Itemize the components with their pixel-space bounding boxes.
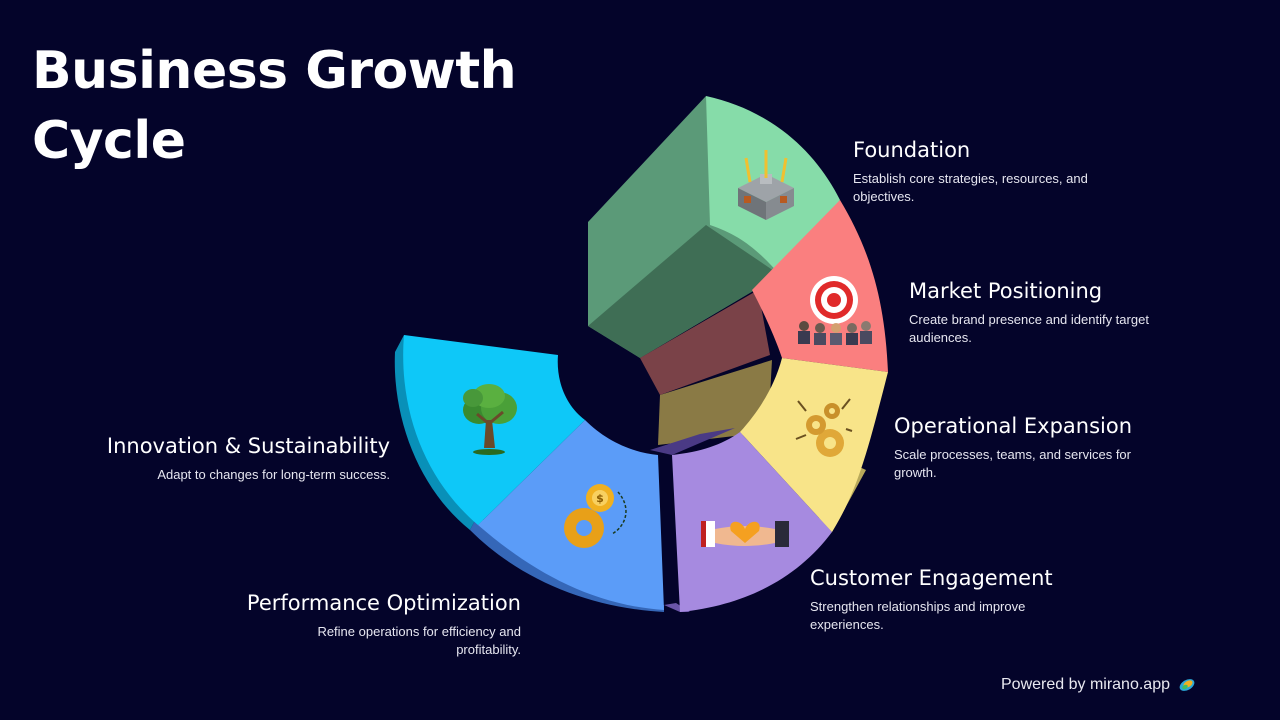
label-operational-expansion: Operational Expansion Scale processes, t… — [894, 412, 1194, 482]
segment-title: Performance Optimization — [246, 591, 521, 615]
footer-text: Powered by mirano.app — [1001, 676, 1170, 693]
segment-title: Customer Engagement — [810, 566, 1053, 590]
label-foundation: Foundation Establish core strategies, re… — [853, 136, 1153, 206]
target-audience-icon — [798, 276, 872, 345]
segment-title: Foundation — [853, 138, 971, 162]
fortress-icon — [738, 150, 794, 220]
segment-description: Establish core strategies, resources, an… — [853, 171, 1088, 204]
segment-description: Create brand presence and identify targe… — [909, 312, 1149, 345]
segment-customer-engagement[interactable] — [672, 432, 832, 612]
segment-1-inner — [588, 225, 780, 358]
growth-gears-icon — [795, 398, 853, 457]
powered-by-footer[interactable]: Powered by mirano.app — [1001, 676, 1196, 694]
mirano-logo-icon — [1179, 679, 1195, 691]
tree-icon — [463, 384, 517, 455]
label-market-positioning: Market Positioning Create brand presence… — [909, 277, 1209, 347]
segment-operational-expansion[interactable] — [740, 358, 888, 532]
handshake-heart-icon — [701, 521, 789, 547]
segment-title: Operational Expansion — [894, 414, 1133, 438]
label-innovation-sustainability: Innovation & Sustainability Adapt to cha… — [90, 432, 390, 484]
segment-innovation-sustainability[interactable] — [403, 335, 585, 525]
segment-title: Innovation & Sustainability — [106, 434, 390, 458]
segment-4-inner — [650, 428, 735, 455]
label-performance-optimization: Performance Optimization Refine operatio… — [221, 589, 521, 659]
segment-title: Market Positioning — [909, 279, 1103, 303]
segment-description: Adapt to changes for long-term success. — [157, 467, 390, 482]
dollar-gears-icon: $ — [564, 484, 627, 548]
segment-3-inner — [658, 360, 772, 445]
page-title: Business Growth Cycle — [32, 41, 517, 171]
segment-description: Scale processes, teams, and services for… — [894, 447, 1131, 480]
svg-text:$: $ — [596, 492, 604, 505]
segment-description: Strengthen relationships and improve exp… — [810, 599, 1026, 632]
segment-2-inner — [640, 290, 770, 395]
label-customer-engagement: Customer Engagement Strengthen relations… — [810, 564, 1110, 634]
segment-description: Refine operations for efficiency and pro… — [317, 624, 521, 657]
